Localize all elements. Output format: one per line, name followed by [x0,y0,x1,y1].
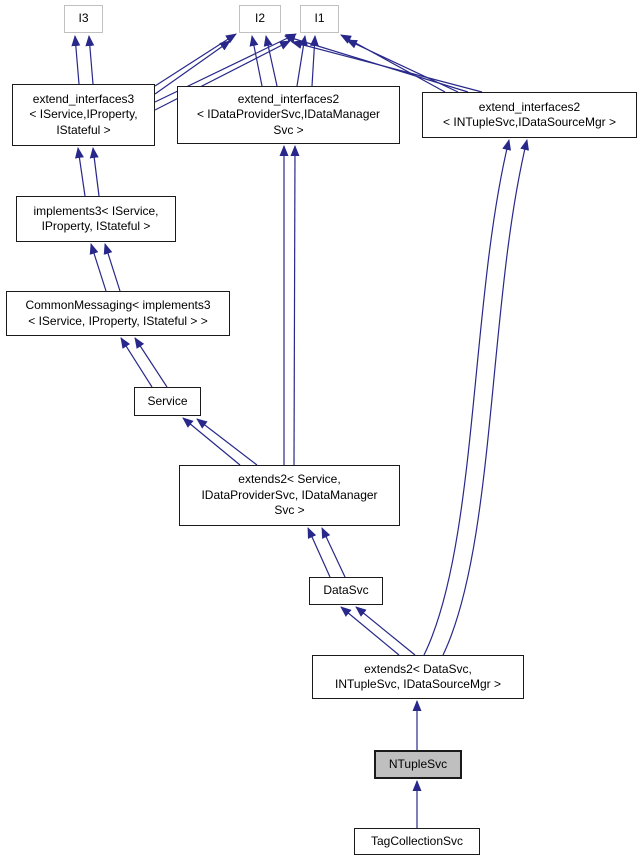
class-node-extend-interfaces2-data[interactable]: extend_interfaces2< IDataProviderSvc,IDa… [177,86,400,144]
inheritance-arrow-extends2-service-to-service [182,417,241,466]
class-node-label: Svc > [273,122,304,137]
class-node-label: Svc > [274,503,305,518]
class-node-label: IProperty, IStateful > [41,219,151,233]
inheritance-arrow-extend-interfaces2-ntuple-to-i1 [340,34,446,93]
inheritance-arrow-service-to-commonmessaging [120,337,153,388]
class-node-commonmessaging[interactable]: CommonMessaging< implements3< IService, … [6,291,230,336]
inheritance-arrow-commonmessaging-to-implements3 [103,243,121,292]
inheritance-arrow-extend-interfaces2-ntuple-to-i1 [346,39,459,93]
inheritance-arrow-implements3-to-extend-interfaces3 [89,147,100,197]
class-node-label: < IDataProviderSvc,IDataManager [196,107,381,122]
inheritance-arrow-extends2-service-to-service [196,418,258,466]
class-node-extend-interfaces3[interactable]: extend_interfaces3< IService,IProperty,I… [12,84,155,146]
class-node-label: extends2< Service, [238,472,341,487]
class-node-label: implements3< IService, [33,203,159,218]
inheritance-arrow-extend-interfaces2-data-to-i2 [249,35,263,87]
class-node-i3: I3 [64,5,103,33]
inheritance-arrow-extends2-datasvc-to-extend-interfaces2-ntuple [442,139,530,656]
inheritance-arrow-extend-interfaces3-to-i2 [154,33,237,87]
class-node-label: I1 [314,11,325,26]
class-node-extend-interfaces2-ntuple[interactable]: extend_interfaces2< INTupleSvc,IDataSour… [422,92,637,138]
class-node-label: extend_interfaces2 [478,99,581,114]
inheritance-arrow-extend-interfaces2-data-to-i2 [263,35,278,87]
class-node-label: < INTupleSvc,IDataSourceMgr > [443,115,616,129]
class-node-label: NTupleSvc [388,756,448,771]
class-node-label: INTupleSvc, IDataSourceMgr > [335,677,501,691]
inheritance-arrow-implements3-to-extend-interfaces3 [74,147,86,197]
inheritance-arrow-extend-interfaces2-ntuple-to-i2 [291,40,483,93]
class-node-label: extends2< DataSvc, [364,661,472,676]
class-node-tagcollectionsvc[interactable]: TagCollectionSvc [354,828,480,855]
class-node-i2: I2 [239,5,281,33]
inheritance-arrow-extend-interfaces2-data-to-i1 [296,35,308,87]
class-node-label: TagCollectionSvc [370,833,464,848]
class-node-label: DataSvc [323,583,369,598]
inheritance-arrow-commonmessaging-to-implements3 [89,243,107,292]
inheritance-arrow-extends2-datasvc-to-datasvc [340,606,400,656]
class-node-ntuplesvc: NTupleSvc [374,750,462,779]
inheritance-arrow-extends2-service-to-extend-interfaces2-data [290,145,300,466]
class-node-label: < IService, IProperty, IStateful > > [28,313,208,328]
class-node-datasvc[interactable]: DataSvc [309,577,383,605]
class-node-service[interactable]: Service [134,387,201,416]
class-node-label: extend_interfaces3 [32,91,135,106]
class-node-label: IDataProviderSvc, IDataManager [201,487,378,502]
class-node-i1: I1 [300,5,339,33]
class-node-label: I3 [78,11,89,26]
class-node-label: IStateful > [56,122,111,137]
inheritance-arrow-service-to-commonmessaging [134,337,168,388]
class-node-extends2-datasvc[interactable]: extends2< DataSvc,INTupleSvc, IDataSourc… [312,655,524,699]
inheritance-arrow-extends2-datasvc-to-extend-interfaces2-ntuple [423,139,512,656]
inheritance-arrow-extends2-datasvc-to-datasvc [355,606,416,656]
inheritance-arrow-extend-interfaces3-to-i3 [85,35,95,85]
inheritance-arrow-extend-interfaces3-to-i3 [71,35,81,85]
class-node-extends2-service[interactable]: extends2< Service,IDataProviderSvc, IDat… [179,465,400,526]
class-node-implements3[interactable]: implements3< IService,IProperty, IStatef… [16,196,176,242]
inheritance-arrow-extend-interfaces3-to-i2 [154,40,231,95]
class-node-label: Service [147,393,188,408]
class-node-label: I2 [254,11,265,26]
inheritance-arrow-datasvc-to-extends2-service [307,527,331,578]
class-node-label: < IService,IProperty, [29,107,138,122]
class-node-label: CommonMessaging< implements3 [25,298,211,312]
inheritance-arrow-datasvc-to-extends2-service [321,527,346,578]
class-node-label: extend_interfaces2 [237,91,340,106]
inheritance-arrow-extend-interfaces2-data-to-i1 [309,35,319,87]
